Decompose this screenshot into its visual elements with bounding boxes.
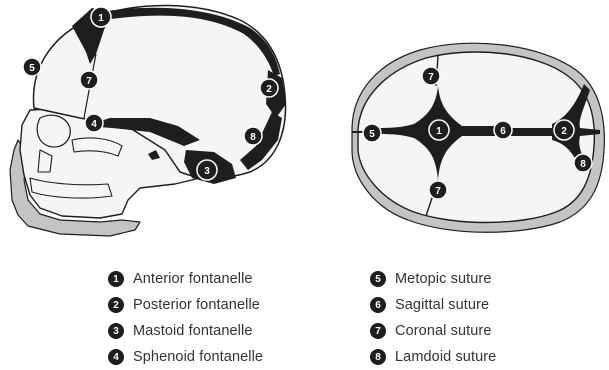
- legend-badge: 2: [108, 297, 124, 313]
- legend-left: 1 Anterior fontanelle 2 Posterior fontanel…: [108, 266, 263, 370]
- svg-text:8: 8: [250, 132, 256, 143]
- marker-anterior-right: 1: [429, 120, 449, 140]
- svg-text:6: 6: [500, 126, 506, 137]
- svg-text:7: 7: [435, 186, 441, 197]
- legend-badge: 1: [108, 271, 124, 287]
- marker-coronal-right-top: 7: [422, 67, 440, 85]
- legend-label: Coronal suture: [395, 323, 492, 339]
- marker-coronal-left: 7: [80, 71, 98, 89]
- lateral-skull: [10, 5, 286, 236]
- legend-item-sagittal: 6 Sagittal suture: [370, 292, 496, 318]
- legend-label: Sphenoid fontanelle: [133, 349, 263, 365]
- marker-sagittal-right: 6: [494, 121, 512, 139]
- legend-label: Lamdoid suture: [395, 349, 496, 365]
- marker-posterior-left: 2: [260, 79, 278, 97]
- legend-item-sphenoid: 4 Sphenoid fontanelle: [108, 344, 263, 370]
- svg-text:1: 1: [98, 13, 104, 24]
- svg-text:5: 5: [29, 63, 35, 74]
- legend-badge: 3: [108, 323, 124, 339]
- legend-badge: 6: [370, 297, 386, 313]
- legend-item-posterior: 2 Posterior fontanelle: [108, 292, 263, 318]
- legend-badge: 7: [370, 323, 386, 339]
- marker-mastoid-left: 3: [197, 160, 217, 180]
- svg-text:2: 2: [266, 84, 272, 95]
- marker-lamdoid-right: 8: [574, 154, 592, 172]
- legend-badge: 4: [108, 349, 124, 365]
- svg-text:2: 2: [561, 126, 567, 137]
- legend-item-anterior: 1 Anterior fontanelle: [108, 266, 263, 292]
- svg-text:4: 4: [91, 119, 97, 130]
- marker-posterior-right: 2: [554, 120, 574, 140]
- legend-badge: 8: [370, 349, 386, 365]
- legend-label: Mastoid fontanelle: [133, 323, 253, 339]
- marker-lamdoid-left: 8: [244, 127, 262, 145]
- marker-coronal-right-bottom: 7: [429, 181, 447, 199]
- svg-text:8: 8: [580, 159, 586, 170]
- legend-label: Sagittal suture: [395, 297, 489, 313]
- svg-text:7: 7: [428, 72, 434, 83]
- svg-text:3: 3: [204, 166, 210, 177]
- svg-text:5: 5: [369, 129, 375, 140]
- legend-item-metopic: 5 Metopic suture: [370, 266, 496, 292]
- legend-badge: 5: [370, 271, 386, 287]
- legend-item-lamdoid: 8 Lamdoid suture: [370, 344, 496, 370]
- svg-text:7: 7: [86, 76, 92, 87]
- legend-item-coronal: 7 Coronal suture: [370, 318, 496, 344]
- legend-label: Posterior fontanelle: [133, 297, 260, 313]
- marker-metopic-left: 5: [23, 58, 41, 76]
- legend-label: Metopic suture: [395, 271, 492, 287]
- legend-item-mastoid: 3 Mastoid fontanelle: [108, 318, 263, 344]
- marker-anterior-left: 1: [91, 7, 111, 27]
- legend-right: 5 Metopic suture 6 Sagittal suture 7 Corona…: [370, 266, 496, 370]
- marker-metopic-right: 5: [363, 124, 381, 142]
- orbit: [37, 115, 70, 147]
- legend-label: Anterior fontanelle: [133, 271, 253, 287]
- marker-sphenoid-left: 4: [85, 114, 103, 132]
- svg-text:1: 1: [436, 126, 442, 137]
